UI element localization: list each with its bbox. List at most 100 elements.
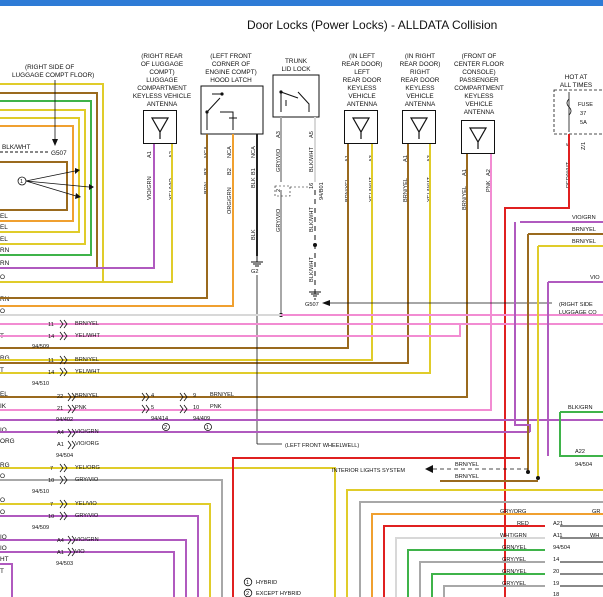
connector-label: 94/504 [553, 545, 570, 551]
component-label: COMPARTMENT [137, 85, 187, 92]
component-label: ENGINE COMPT) [205, 69, 256, 76]
edge-label: O [0, 497, 5, 504]
edge-label: O [0, 308, 5, 315]
wire-label: BRN/YEL [403, 178, 409, 202]
component-label: CORNER OF [212, 61, 250, 68]
connector-label: 94/B01 [319, 182, 325, 200]
edge-label: EL [0, 391, 8, 398]
hood-latch-box [200, 85, 264, 135]
pin-label: 14 [553, 557, 559, 563]
pin-label: A2 [486, 169, 492, 176]
pin-label: A11 [553, 533, 563, 539]
component-label: ANTENNA [147, 101, 178, 108]
note-number: 2 [246, 591, 249, 597]
wire-label: BLK [251, 177, 257, 188]
pin-label: 7 [50, 502, 53, 508]
component-label: (IN RIGHT [405, 53, 435, 60]
top-accent-bar [0, 0, 603, 6]
component-label: (LEFT FRONT [210, 53, 252, 60]
callout-label: (RIGHT SIDE [559, 302, 593, 308]
wire-label: YEL/WHT [75, 369, 100, 375]
pin-label: A1 [147, 151, 153, 158]
note-text: HYBRID [256, 580, 277, 586]
ground-label: G2 [251, 269, 258, 275]
component-label: REAR DOOR [343, 77, 382, 84]
pin-label: A4 [57, 430, 64, 436]
pin-label: 21 [57, 406, 63, 412]
ground-label: G507 [305, 302, 319, 308]
component-label: RIGHT [410, 69, 430, 76]
pin-label: A22 [575, 449, 585, 455]
component-label: VEHICLE [406, 93, 433, 100]
connector-94-509-b: 7 10 YEL/VIO GRY/VIO 94/509 [32, 501, 99, 531]
wire-label: GRY/VIO [75, 513, 99, 519]
component-label: KEYLESS [347, 85, 376, 92]
wire-label: WHT/GRN [500, 533, 527, 539]
luggage-floor-callout: (RIGHT SIDE OF LUGGAGE COMPT FLOOR) BLK/… [0, 64, 94, 199]
pin-label: 9 [193, 393, 196, 399]
component-label: CONSOLE) [462, 69, 495, 76]
pin-label: 20 [553, 569, 559, 575]
pin-label: A5 [309, 131, 315, 138]
pin-label: 10 [193, 405, 199, 411]
connector-94-510-a: 11 14 BRN/YEL YEL/WHT 94/510 [32, 357, 100, 387]
wire-label: GRY/VIO [276, 208, 282, 232]
mid-connectors: 4 5 94/414 2 9 10 BRN/YEL PNK 94/409 1 [151, 392, 234, 431]
edge-label: RG [0, 462, 10, 469]
interior-lights: INTERIOR LIGHTS SYSTEM BRN/YEL BRN/YEL [332, 462, 538, 482]
pin-label: 18 [553, 592, 559, 597]
component-label: TRUNK [285, 58, 308, 65]
component-label: COMPARTMENT [454, 85, 504, 92]
pin-label: 11 [48, 322, 54, 328]
edge-label: IO [0, 545, 7, 552]
edge-label: ORG [0, 438, 15, 445]
component-label: (IN LEFT [349, 53, 375, 60]
note-ref: 2 [164, 425, 167, 431]
page-title: Door Locks (Power Locks) - ALLDATA Colli… [247, 18, 497, 32]
component-label: LID LOCK [281, 66, 311, 73]
wire-label: BLK/GRN [568, 405, 593, 411]
component-label: (RIGHT REAR [141, 53, 183, 60]
edge-label: RN [0, 260, 10, 267]
connector-label: 94/510 [32, 489, 49, 495]
nca-label: NCA [251, 146, 257, 158]
wire-label: BLK [251, 229, 257, 240]
wire-label: YEL/VIO [75, 501, 97, 507]
antenna-icon [461, 120, 495, 154]
wire-label: VIO/ORG [75, 441, 99, 447]
component-label: COMPT) [149, 69, 174, 76]
pin-label: 11 [48, 358, 54, 364]
notes-legend: 1 HYBRID 2 EXCEPT HYBRID [243, 577, 301, 597]
right-side-labels: VIO/GRN BRN/YEL BRN/YEL VIO BLK/GRN A22 … [526, 215, 600, 480]
wire-label: GR [592, 509, 600, 515]
edge-label: IO [0, 427, 7, 434]
component-label: (FRONT OF [462, 53, 497, 60]
left-edge-labels: EL EL EL RN RN O RN O T RG T EL IK IO OR… [0, 213, 15, 575]
wire-label: VIO/GRN [147, 176, 153, 200]
component-wires [0, 117, 570, 597]
pin-label: 10 [48, 478, 54, 484]
right-rear-door-antenna: (IN RIGHT REAR DOOR) RIGHT REAR DOOR KEY… [400, 53, 441, 202]
wire-label: BRN/YEL [462, 186, 468, 210]
wire-label: VIO [75, 549, 85, 555]
wire-label: GRY/YEL [502, 557, 526, 563]
nca-label: NCA [227, 146, 233, 158]
fuse-label: ALL TIMES [560, 82, 592, 89]
pin-label: 5 [151, 405, 154, 411]
connector-label: Z/1 [581, 142, 587, 150]
pin-label: A4 [57, 538, 64, 544]
pin-label: 14 [48, 334, 54, 340]
pin-label: A1 [57, 442, 64, 448]
wire-label: VIO [590, 275, 600, 281]
wire-label: GRN/YEL [502, 545, 527, 551]
note-ref: 1 [206, 425, 209, 431]
edge-label: IK [0, 403, 7, 410]
fuse-amperage: 5A [580, 120, 587, 126]
wire-label: BRN/YEL [75, 321, 99, 327]
wire-label: PNK [486, 180, 492, 192]
passenger-compartment-antenna: (FRONT OF CENTER FLOOR CONSOLE) PASSENGE… [454, 53, 504, 210]
edge-label: HT [0, 556, 9, 563]
edge-label: EL [0, 224, 8, 231]
pin-label: 16 [309, 183, 315, 189]
connector-94-504: A4 A1 VIO/GRN VIO/ORG 94/504 [56, 429, 99, 459]
